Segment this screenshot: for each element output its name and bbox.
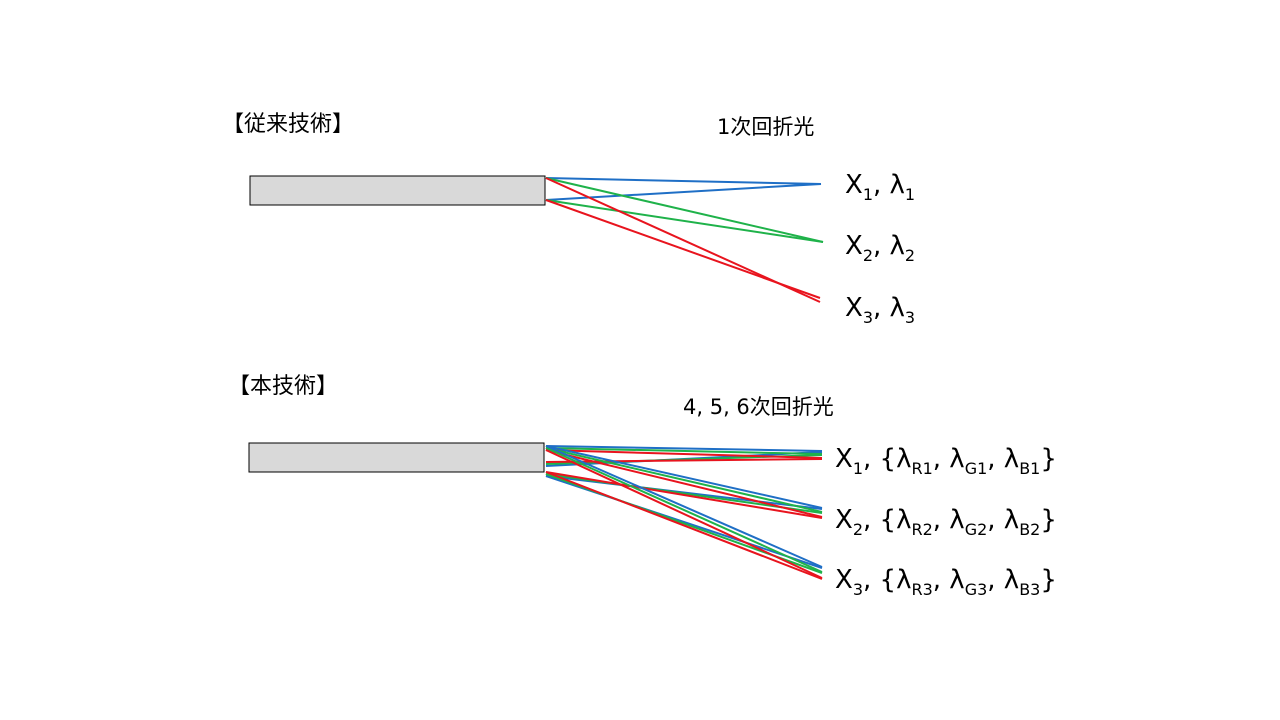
present-ray-blue-top-2 xyxy=(545,445,823,509)
present-ray-red-top-3 xyxy=(545,449,823,579)
present-ray-blue-top-1 xyxy=(545,445,823,452)
present-grating-bar xyxy=(248,442,545,473)
present-label-2: X2, {λR2, λG2, λB2} xyxy=(835,505,1057,539)
present-order-label: 4, 5, 6次回折光 xyxy=(683,395,834,419)
present-label-1: X1, {λR1, λG1, λB1} xyxy=(835,444,1057,478)
prior-ray-blue-top xyxy=(545,177,822,185)
present-ray-red-bottom-2 xyxy=(545,471,823,519)
present-ray-green-top-2 xyxy=(545,447,823,513)
present-heading: 【本技術】 xyxy=(228,374,339,399)
prior-ray-red-bottom xyxy=(545,199,821,299)
present-ray-red-top-2 xyxy=(545,449,823,518)
present-rays xyxy=(545,445,823,580)
present-ray-red-top-1 xyxy=(545,449,823,459)
present-ray-blue-top-3 xyxy=(545,445,823,568)
present-label-3: X3, {λR3, λG3, λB3} xyxy=(835,565,1057,599)
present-ray-red-bottom-3 xyxy=(545,471,823,580)
prior-art-order-label: 1次回折光 xyxy=(717,115,815,139)
present-ray-green-top-3 xyxy=(545,447,823,573)
prior-art-heading: 【従来技術】 xyxy=(222,112,355,137)
prior-ray-green-bottom xyxy=(545,199,824,243)
prior-art-label-3: X3, λ3 xyxy=(845,293,916,327)
prior-art-label-1: X1, λ1 xyxy=(845,170,916,204)
prior-ray-blue-bottom xyxy=(545,183,822,201)
prior-art-label-2: X2, λ2 xyxy=(845,231,916,265)
prior-art-rays xyxy=(545,177,824,303)
prior-art-grating-bar xyxy=(249,175,546,206)
prior-ray-green-top xyxy=(545,177,824,243)
present-ray-green-top-1 xyxy=(545,447,823,455)
